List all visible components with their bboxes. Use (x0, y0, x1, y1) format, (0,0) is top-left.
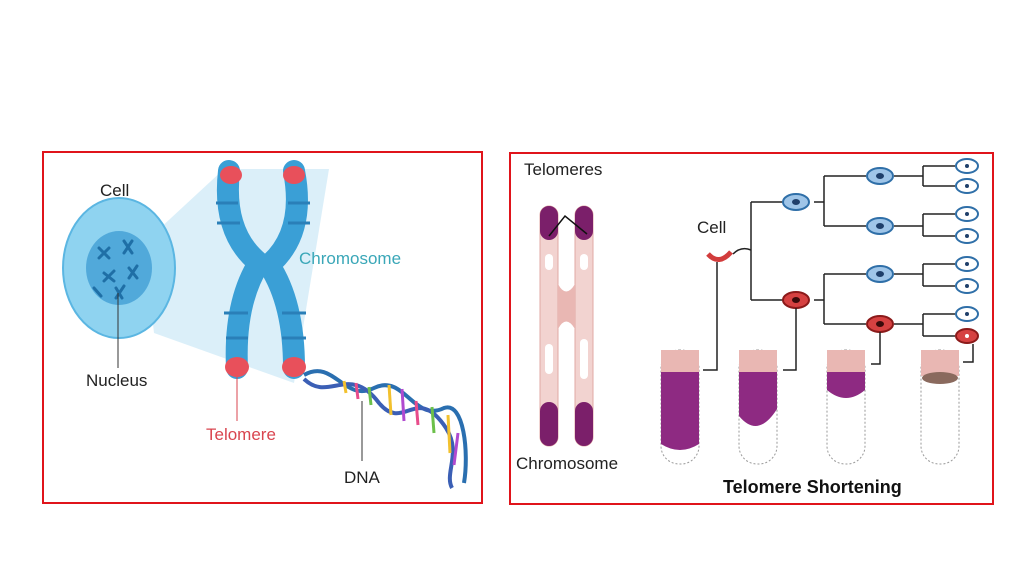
cell-chromosome-dna-panel: Cell Nucleus Chromosome Telomere DNA (42, 151, 483, 504)
tube-2 (738, 349, 778, 465)
telomere-cap-top-left (220, 166, 242, 184)
cell-lineage-tree (732, 165, 955, 337)
cells (782, 158, 979, 344)
chromosome-label: Chromosome (299, 249, 402, 268)
cell-label: Cell (100, 181, 130, 200)
tube-4 (920, 349, 960, 465)
dna-helix (302, 369, 468, 489)
diagram-caption: Telomere Shortening (723, 477, 902, 497)
tube-3 (826, 349, 866, 465)
cell-label: Cell (697, 218, 727, 237)
telomere-label: Telomere (206, 425, 276, 444)
telomere-cap-bottom-right (282, 357, 306, 377)
telomeres-label: Telomeres (524, 160, 603, 179)
chromosome-label: Chromosome (516, 454, 619, 473)
telomere-cap-bottom-left (225, 357, 249, 377)
dna-label: DNA (344, 468, 380, 487)
telomere-cap-top-right (283, 166, 305, 184)
tube-connectors (703, 262, 974, 371)
nucleus-label: Nucleus (86, 371, 148, 390)
x-chromosome (216, 160, 310, 379)
pink-chromosome (539, 205, 594, 447)
origin-cell (706, 250, 733, 262)
nucleus-chromosomes (92, 239, 139, 300)
telomere-shortening-illustration (539, 158, 979, 465)
telomere-tubes (660, 349, 960, 465)
cell-chromosome-illustration (62, 160, 468, 489)
telomeres-pointer (548, 214, 588, 237)
telomere-shortening-panel: Telomeres Cell Chromosome Telomere Short… (509, 152, 994, 505)
tube-1 (660, 349, 700, 465)
